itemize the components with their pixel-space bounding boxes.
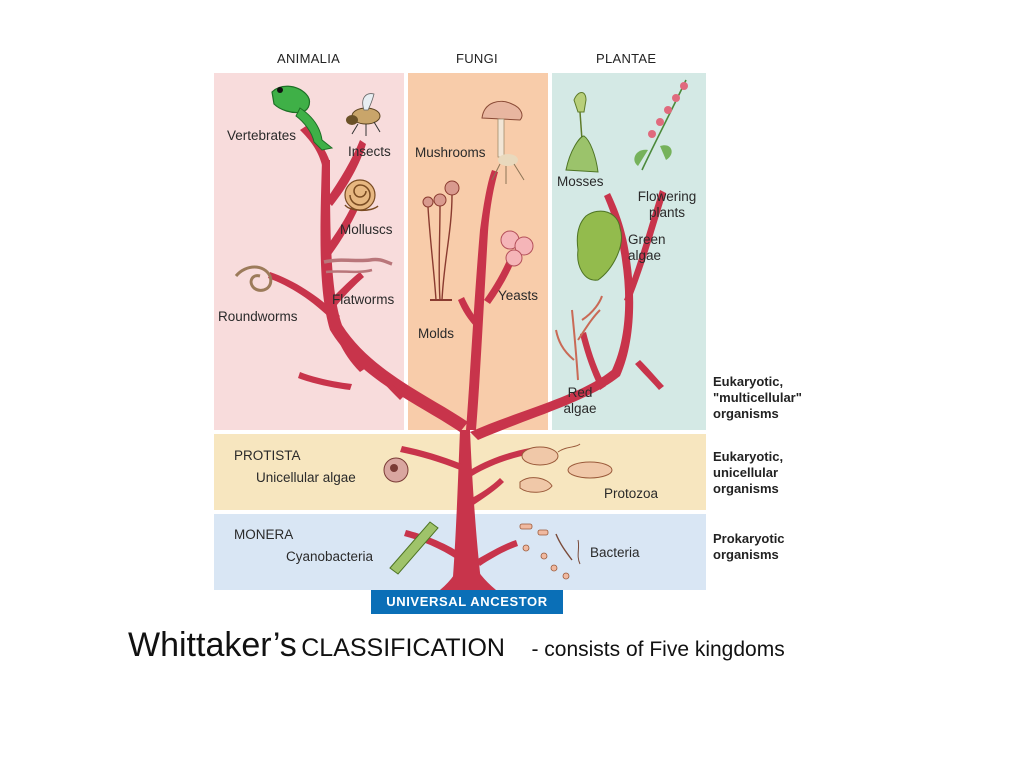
label-mushrooms: Mushrooms (415, 145, 486, 160)
slide-caption: Whittaker’s CLASSIFICATION - consists of… (128, 626, 785, 665)
side-label-multicellular-1: Eukaryotic, (713, 374, 784, 389)
side-label-unicellular-1: Eukaryotic, (713, 449, 784, 464)
mold-icon (422, 180, 460, 301)
side-label-unicellular-3: organisms (713, 481, 779, 496)
label-yeasts: Yeasts (498, 288, 539, 303)
caption-five-kingdoms: - consists of Five kingdoms (531, 638, 785, 661)
label-bacteria: Bacteria (590, 545, 640, 560)
label-flowering-1: Flowering (637, 189, 697, 204)
label-green-2: algae (628, 248, 662, 263)
label-green-1: Green (628, 232, 666, 247)
header-animalia: ANIMALIA (277, 51, 341, 66)
label-flatworms: Flatworms (332, 292, 395, 307)
protista-title: PROTISTA (234, 448, 301, 463)
label-roundworms: Roundworms (218, 309, 298, 324)
label-cyanobacteria: Cyanobacteria (286, 549, 374, 564)
roundworm-icon (234, 265, 273, 292)
label-flowering-2: plants (648, 205, 686, 220)
tree-branches (268, 126, 666, 590)
green-algae-icon (576, 210, 622, 281)
bacteria-icon (519, 523, 581, 580)
label-mosses: Mosses (557, 174, 604, 189)
label-protozoa: Protozoa (604, 486, 659, 501)
caption-classification: CLASSIFICATION (301, 634, 505, 662)
header-fungi: FUNGI (456, 51, 498, 66)
label-insects: Insects (348, 144, 391, 159)
monera-title: MONERA (234, 527, 294, 542)
unicellular-algae-icon (383, 457, 409, 483)
mushroom-icon (481, 100, 525, 184)
label-red-1: Red (567, 385, 593, 400)
frog-icon (271, 85, 334, 151)
yeast-icon (500, 230, 534, 267)
side-label-multicellular-3: organisms (713, 406, 779, 421)
flatworm-icon (323, 257, 393, 274)
label-red-2: algae (563, 401, 597, 416)
caption-whittaker: Whittaker’s (128, 626, 297, 664)
protozoa-icon (519, 443, 613, 493)
side-label-multicellular-2: "multicellular" (713, 390, 802, 405)
label-vertebrates: Vertebrates (227, 128, 297, 143)
label-molds: Molds (418, 326, 455, 341)
flowering-plant-icon (634, 79, 688, 171)
side-label-prokaryotic-1: Prokaryotic (713, 531, 785, 546)
label-unicellular-algae: Unicellular algae (256, 470, 356, 485)
side-label-prokaryotic-2: organisms (713, 547, 779, 562)
universal-ancestor-box: UNIVERSAL ANCESTOR (371, 590, 563, 614)
side-label-unicellular-2: unicellular (713, 465, 779, 480)
red-algae-icon (555, 295, 603, 381)
label-molluscs: Molluscs (340, 222, 393, 237)
cyanobacteria-icon (389, 521, 439, 575)
snail-icon (344, 179, 379, 212)
moss-icon (565, 92, 599, 173)
insect-icon (346, 93, 381, 136)
header-plantae: PLANTAE (596, 51, 657, 66)
